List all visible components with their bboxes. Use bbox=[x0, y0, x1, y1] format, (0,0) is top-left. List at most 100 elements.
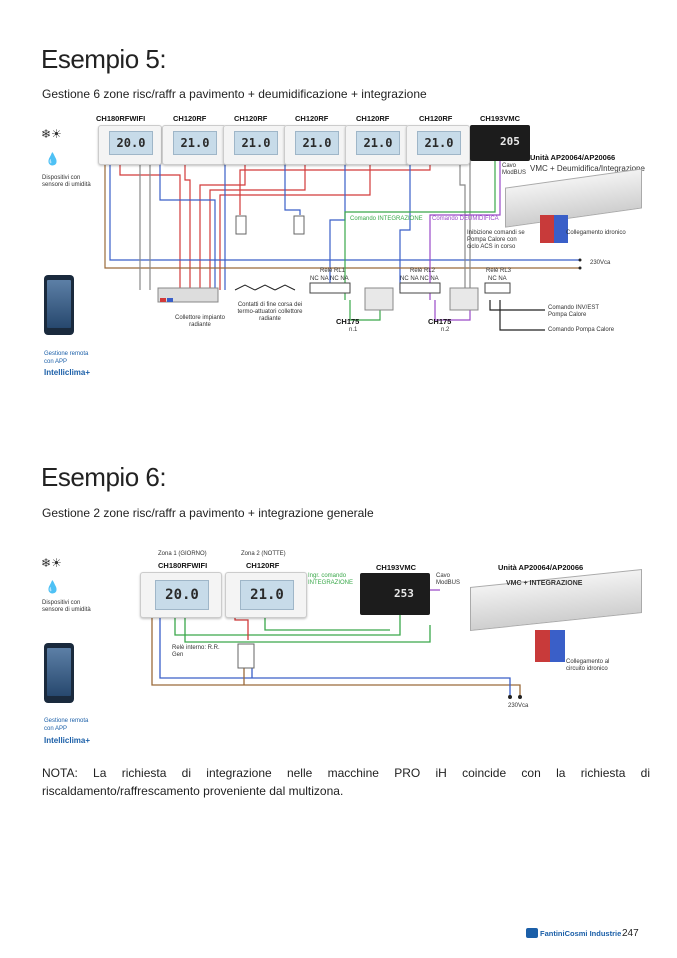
wire-green bbox=[264, 615, 390, 631]
unit-title: Unità AP20064/AP20066 bbox=[530, 153, 616, 162]
smartphone-image bbox=[44, 643, 74, 703]
terminal-dot bbox=[518, 695, 522, 699]
thermostat-ch180rfwifi: 20.0 bbox=[140, 572, 222, 618]
device-label-ch193vmc: CH193VMC bbox=[376, 563, 417, 572]
device-label-ch120rf: CH120RF bbox=[246, 561, 280, 570]
thermostat-screen: 20.0 bbox=[109, 131, 153, 155]
ch175-1-label: CH175 bbox=[336, 317, 360, 326]
vmc-value: 205 bbox=[500, 135, 520, 148]
thermostat-value: 21.0 bbox=[302, 136, 332, 150]
device-label-ch180rfwifi: CH180RFWIFI bbox=[96, 114, 146, 123]
wire-black bbox=[499, 300, 545, 331]
thermostat-value: 21.0 bbox=[424, 136, 454, 150]
note-text: NOTA: La richiesta di integrazione nelle… bbox=[42, 766, 650, 798]
relay-box bbox=[237, 643, 255, 669]
thermostat-ch120rf: 21.0 bbox=[223, 125, 287, 165]
wire-red bbox=[234, 615, 249, 640]
example5-subtitle: Gestione 6 zone risc/raffr a pavimento +… bbox=[42, 87, 427, 101]
wire-green bbox=[174, 615, 401, 636]
cavo-modbus-label: Cavo ModBUS bbox=[436, 573, 461, 586]
wire-brown bbox=[151, 615, 521, 697]
vmc-controller-ch193vmc: 205 bbox=[470, 125, 530, 161]
device-label-ch180rfwifi: CH180RFWIFI bbox=[158, 561, 208, 570]
example6-title: Esempio 6: bbox=[41, 462, 167, 492]
app-name: Intelliclima+ bbox=[44, 736, 91, 745]
thermostat-value: 21.0 bbox=[250, 587, 284, 603]
wire-blue bbox=[399, 160, 411, 290]
device-label-ch120rf-1: CH120RF bbox=[173, 114, 207, 123]
terminal-block bbox=[309, 282, 351, 294]
terminal-dot bbox=[578, 266, 582, 270]
brand-logo: FantiniCosmi Industrie bbox=[526, 928, 621, 938]
v230-label: 230Vca bbox=[508, 703, 529, 709]
device-label-ch120rf-4: CH120RF bbox=[356, 114, 390, 123]
wire-blue bbox=[284, 160, 301, 215]
hydronic-arrows-icon bbox=[535, 630, 565, 662]
device-label-ch120rf-3: CH120RF bbox=[295, 114, 329, 123]
phone-screen bbox=[47, 648, 71, 696]
smartphone-image bbox=[44, 275, 74, 335]
thermostat-screen: 21.0 bbox=[240, 580, 294, 610]
thermostat-value: 21.0 bbox=[363, 136, 393, 150]
rele2-label: Relè RL2 bbox=[410, 268, 436, 274]
zona1-label: Zona 1 (GIORNO) bbox=[158, 551, 207, 557]
wire-purple bbox=[429, 160, 501, 300]
thermostat-ch180rfwifi: 20.0 bbox=[98, 125, 162, 165]
snowflake-sun-icon: ❄☀ bbox=[41, 556, 62, 570]
phone-screen bbox=[47, 280, 71, 328]
wire-blue bbox=[109, 160, 580, 261]
zona2-label: Zona 2 (NOTTE) bbox=[241, 551, 286, 557]
wire-green bbox=[344, 160, 496, 300]
rele3-contacts: NC NA bbox=[488, 276, 507, 282]
humidity-label: Dispositivi con sensore di umidità bbox=[42, 175, 91, 188]
device-label-ch120rf-2: CH120RF bbox=[234, 114, 268, 123]
app-name: Intelliclima+ bbox=[44, 368, 91, 377]
wire-red bbox=[239, 160, 431, 215]
comando-integrazione-label: Comando INTEGRAZIONE bbox=[350, 216, 423, 222]
terminal-block bbox=[484, 282, 511, 294]
ch175-2-n: n.2 bbox=[441, 327, 450, 333]
comando-pompa-label: Comando Pompa Calore bbox=[548, 327, 615, 333]
app-label: Gestione remota con APP bbox=[44, 718, 89, 732]
rele1-label: Relè RL1 bbox=[320, 268, 346, 274]
thermostat-screen: 21.0 bbox=[234, 131, 278, 155]
collegamento-label: Collegamento al circuito idronico bbox=[566, 659, 610, 672]
inibizione-label: Inibizione comandi se Pompa Calore con c… bbox=[467, 230, 525, 250]
wire-red bbox=[209, 160, 306, 290]
ch175-2-label: CH175 bbox=[428, 317, 452, 326]
brand-name: FantiniCosmi Industrie bbox=[540, 928, 622, 938]
thermostat-value: 20.0 bbox=[116, 136, 146, 150]
humidity-drop-icon: 💧 bbox=[45, 580, 60, 594]
terminal-dot bbox=[578, 258, 582, 262]
comando-deumidifica-label: Comando DEUMIDIFICA bbox=[432, 216, 499, 222]
thermostat-value: 20.0 bbox=[165, 587, 199, 603]
rele1-contacts: NC NA NC NA bbox=[310, 276, 349, 282]
v230-label: 230Vca bbox=[590, 260, 611, 266]
thermostat-screen: 20.0 bbox=[155, 580, 209, 610]
relay-box bbox=[293, 215, 305, 235]
app-label: Gestione remota con APP bbox=[44, 351, 89, 365]
ch175-1-n: n.1 bbox=[349, 327, 358, 333]
wire-red bbox=[219, 160, 371, 290]
wire-red bbox=[184, 160, 191, 290]
terminal-dot bbox=[508, 695, 512, 699]
example6-subtitle: Gestione 2 zone risc/raffr a pavimento +… bbox=[42, 506, 374, 520]
collettore-label: Collettore impianto radiante bbox=[174, 315, 226, 328]
wire-blue bbox=[159, 615, 511, 697]
ch175-box-2 bbox=[449, 287, 479, 311]
unit-title: Unità AP20064/AP20066 bbox=[498, 563, 584, 572]
vmc-controller-ch193vmc: 253 bbox=[360, 573, 430, 615]
thermostat-ch120rf: 21.0 bbox=[406, 125, 470, 165]
ingr-comando-label: Ingr. comando INTEGRAZIONE bbox=[308, 573, 354, 586]
unit-desc: VMC + Deumidifica/Integrazione bbox=[530, 164, 645, 173]
thermostat-ch120rf: 21.0 bbox=[345, 125, 409, 165]
collegamento-idronico: Collegamento idronico bbox=[566, 230, 626, 236]
contacts-graphic bbox=[234, 284, 296, 291]
wire-red bbox=[199, 160, 246, 290]
rele-interno-label: Relè interno: R.R. Gen bbox=[172, 645, 220, 658]
thermostat-screen: 21.0 bbox=[417, 131, 461, 155]
wire-black bbox=[489, 300, 545, 311]
wire-gray bbox=[459, 160, 466, 290]
